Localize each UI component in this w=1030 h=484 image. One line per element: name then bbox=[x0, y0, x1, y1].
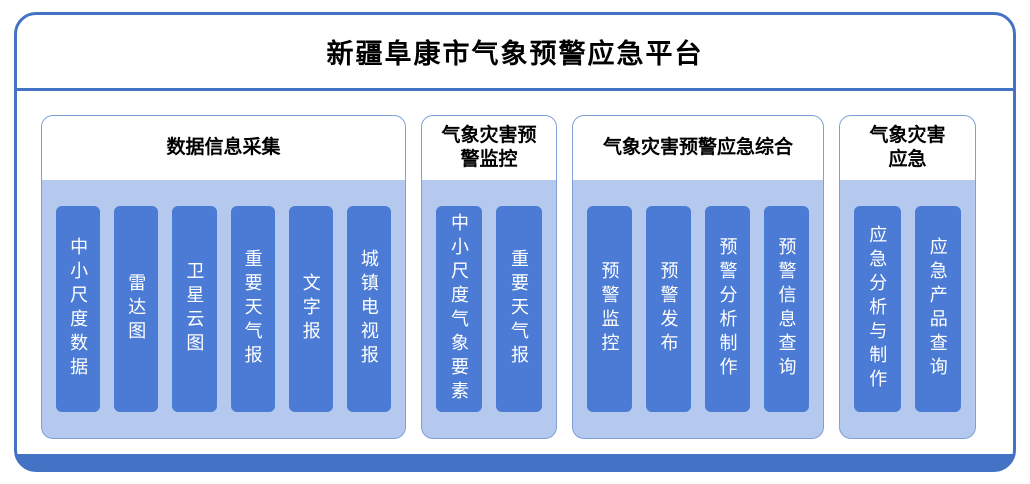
module-label: 预警发布 bbox=[658, 261, 679, 357]
group-title: 气象灾害预 警监控 bbox=[441, 125, 537, 170]
group-header-warning-monitor: 气象灾害预 警监控 bbox=[422, 116, 556, 180]
group-header-warning-comprehensive: 气象灾害预警应急综合 bbox=[573, 116, 823, 180]
module-item: 雷达图 bbox=[114, 206, 159, 412]
group-body-warning-monitor: 中小尺度气象要素 重要天气报 bbox=[422, 180, 556, 438]
groups-row: 数据信息采集 中小尺度数据 雷达图 卫星云图 重要天气报 文字报 城镇电视报 气… bbox=[41, 115, 993, 439]
platform-frame: 新疆阜康市气象预警应急平台 数据信息采集 中小尺度数据 雷达图 卫星云图 重要天… bbox=[14, 12, 1016, 472]
module-item: 预警监控 bbox=[587, 206, 632, 412]
group-body-data-collection: 中小尺度数据 雷达图 卫星云图 重要天气报 文字报 城镇电视报 bbox=[42, 180, 405, 438]
module-item: 卫星云图 bbox=[172, 206, 217, 412]
module-label: 雷达图 bbox=[126, 273, 147, 345]
group-emergency: 气象灾害 应急 应急分析与制作 应急产品查询 bbox=[839, 115, 976, 439]
module-item: 重要天气报 bbox=[496, 206, 542, 412]
module-label: 卫星云图 bbox=[184, 261, 205, 357]
module-label: 城镇电视报 bbox=[358, 249, 379, 369]
module-label: 中小尺度数据 bbox=[68, 237, 89, 381]
module-label: 应急产品查询 bbox=[927, 237, 948, 381]
group-warning-monitor: 气象灾害预 警监控 中小尺度气象要素 重要天气报 bbox=[421, 115, 557, 439]
group-header-emergency: 气象灾害 应急 bbox=[840, 116, 975, 180]
module-item: 城镇电视报 bbox=[346, 206, 392, 412]
group-header-data-collection: 数据信息采集 bbox=[42, 116, 405, 180]
title-bar: 新疆阜康市气象预警应急平台 bbox=[17, 15, 1013, 91]
group-body-emergency: 应急分析与制作 应急产品查询 bbox=[840, 180, 975, 438]
module-item: 应急产品查询 bbox=[914, 206, 961, 412]
module-label: 重要天气报 bbox=[242, 249, 263, 369]
group-title: 气象灾害 应急 bbox=[869, 125, 946, 170]
module-label: 重要天气报 bbox=[509, 249, 529, 369]
module-item: 预警分析制作 bbox=[705, 206, 750, 412]
module-label: 中小尺度气象要素 bbox=[449, 213, 469, 405]
module-label: 预警监控 bbox=[599, 261, 620, 357]
group-body-warning-comprehensive: 预警监控 预警发布 预警分析制作 预警信息查询 bbox=[573, 180, 823, 438]
page-title: 新疆阜康市气象预警应急平台 bbox=[326, 39, 704, 69]
module-item: 文字报 bbox=[288, 206, 333, 412]
group-data-collection: 数据信息采集 中小尺度数据 雷达图 卫星云图 重要天气报 文字报 城镇电视报 bbox=[41, 115, 406, 439]
module-label: 预警分析制作 bbox=[717, 237, 738, 381]
footer-strip bbox=[17, 454, 1013, 469]
module-item: 重要天气报 bbox=[230, 206, 275, 412]
module-item: 中小尺度气象要素 bbox=[436, 206, 482, 412]
module-item: 应急分析与制作 bbox=[854, 206, 901, 412]
group-warning-comprehensive: 气象灾害预警应急综合 预警监控 预警发布 预警分析制作 预警信息查询 bbox=[572, 115, 824, 439]
module-label: 预警信息查询 bbox=[776, 237, 797, 381]
group-title: 数据信息采集 bbox=[166, 137, 281, 159]
module-item: 预警发布 bbox=[646, 206, 691, 412]
module-item: 中小尺度数据 bbox=[55, 206, 101, 412]
module-label: 应急分析与制作 bbox=[867, 225, 888, 393]
module-item: 预警信息查询 bbox=[764, 206, 809, 412]
module-label: 文字报 bbox=[300, 273, 321, 345]
group-title: 气象灾害预警应急综合 bbox=[602, 137, 793, 159]
